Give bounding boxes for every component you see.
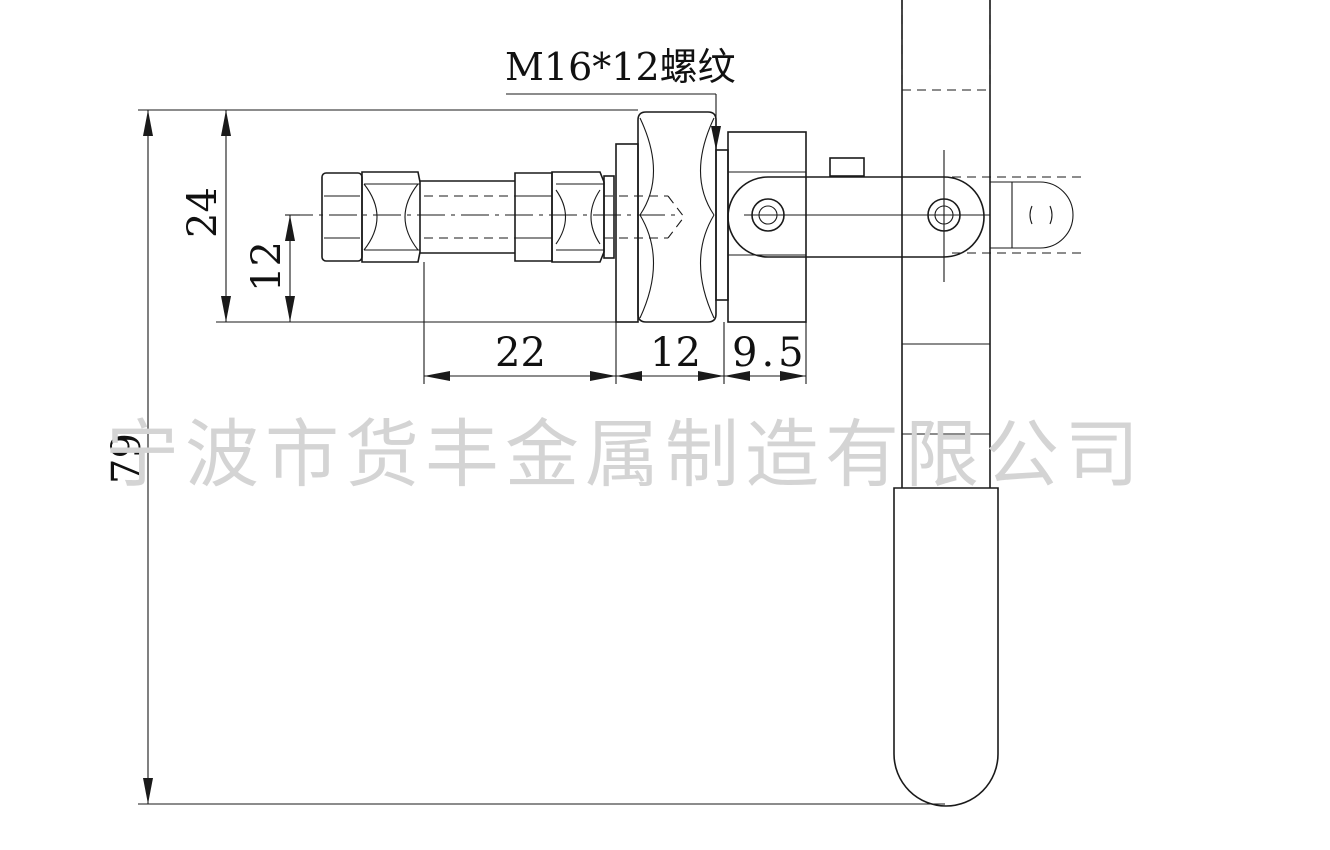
lock-nut-middle <box>514 172 553 262</box>
end-nut <box>321 172 363 262</box>
flange-plate <box>615 143 639 323</box>
dim-body-height: 24 <box>180 187 226 238</box>
linkage <box>727 150 1085 282</box>
dim-spindle-length: 22 <box>495 330 546 376</box>
base-block <box>727 131 807 323</box>
extension-lines <box>138 93 945 805</box>
dimension-labels: M16*12螺纹 79 24 12 22 12 9.5 <box>104 45 808 484</box>
mounting-hex-nut <box>637 111 717 323</box>
dim-center-height: 12 <box>244 241 290 292</box>
dim-overall-height: 79 <box>104 433 150 484</box>
dim-nut-width: 12 <box>650 330 701 376</box>
mounting-body <box>615 111 807 323</box>
handle <box>893 0 999 807</box>
washer <box>603 175 615 259</box>
company-watermark: 宁波市货丰金属制造有限公司 <box>105 412 1145 498</box>
dim-base-offset: 9.5 <box>732 330 808 376</box>
link-arm <box>727 176 985 258</box>
dimension-lines <box>143 110 806 804</box>
stop-pin <box>829 157 865 177</box>
thread-callout-label: M16*12螺纹 <box>505 45 736 89</box>
handle-grip <box>893 487 999 807</box>
thread-collar <box>715 149 729 301</box>
spindle-assembly <box>285 171 685 263</box>
lock-nut-left <box>361 171 421 263</box>
